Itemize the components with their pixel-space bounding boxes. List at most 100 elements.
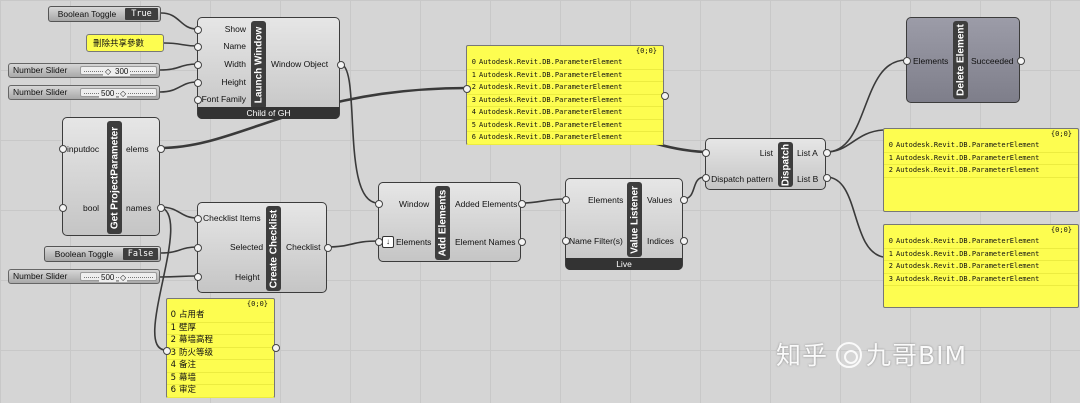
- port-grip[interactable]: [194, 61, 202, 69]
- value-listener-component[interactable]: Elements Name Filter(s) Value Listener V…: [565, 178, 683, 270]
- port-grip[interactable]: [823, 174, 831, 182]
- input-name-filters[interactable]: Name Filter(s): [569, 236, 623, 246]
- input-name[interactable]: Name: [223, 41, 246, 51]
- slider-grip-icon[interactable]: ◇: [119, 273, 128, 282]
- wire-added-listener: [520, 198, 566, 204]
- port-grip[interactable]: [59, 145, 67, 153]
- slider-track[interactable]: 500 ◇: [80, 272, 157, 282]
- output-indices[interactable]: Indices: [647, 236, 674, 246]
- port-grip[interactable]: [562, 237, 570, 245]
- port-grip[interactable]: [702, 149, 710, 157]
- port-grip[interactable]: [702, 174, 710, 182]
- port-grip[interactable]: [518, 200, 526, 208]
- number-slider-height[interactable]: Number Slider 500 ◇: [8, 85, 160, 100]
- input-elements[interactable]: Elements: [588, 195, 624, 205]
- dispatch-component[interactable]: List Dispatch pattern Dispatch List A Li…: [705, 138, 826, 190]
- output-names[interactable]: names: [126, 203, 152, 213]
- toggle-value[interactable]: False: [123, 248, 158, 260]
- port-grip[interactable]: [518, 238, 526, 246]
- port-grip[interactable]: [463, 85, 471, 93]
- get-project-parameter-component[interactable]: inputdoc bool Get ProjectParameter elems…: [62, 117, 160, 236]
- output-succeeded[interactable]: Succeeded: [971, 56, 1014, 66]
- input-bool[interactable]: bool: [83, 203, 100, 213]
- slider-grip-icon[interactable]: ◇: [103, 67, 114, 76]
- boolean-toggle-selected[interactable]: Boolean Toggle False: [44, 246, 161, 262]
- port-grip[interactable]: [194, 96, 202, 104]
- delete-element-component[interactable]: Elements Delete Element Succeeded: [906, 17, 1020, 103]
- input-selected[interactable]: Selected: [230, 242, 264, 252]
- output-added-elements[interactable]: Added Elements: [455, 199, 518, 209]
- toggle-value[interactable]: True: [125, 8, 158, 20]
- input-elements[interactable]: Elements: [396, 237, 432, 247]
- row-text: Autodesk.Revit.DB.ParameterElement: [896, 274, 1040, 283]
- output-list-a[interactable]: List A: [797, 148, 818, 158]
- slider-grip-icon[interactable]: ◇: [119, 89, 128, 98]
- row-text: 占用者: [179, 310, 205, 320]
- input-window[interactable]: Window: [399, 199, 430, 209]
- slider-track[interactable]: ◇ 300: [80, 66, 157, 76]
- output-list-b[interactable]: List B: [797, 174, 819, 184]
- port-grip[interactable]: [680, 237, 688, 245]
- boolean-toggle-show[interactable]: Boolean Toggle True: [48, 6, 161, 22]
- input-list[interactable]: List: [759, 148, 773, 158]
- port-grip[interactable]: [59, 204, 67, 212]
- output-element-names[interactable]: Element Names: [455, 237, 516, 247]
- port-grip[interactable]: [337, 61, 345, 69]
- create-checklist-component[interactable]: Checklist Items Selected Height Create C…: [197, 202, 327, 293]
- launch-window-component[interactable]: Show Name Width Height Font Family Launc…: [197, 17, 340, 119]
- add-elements-component[interactable]: Window ↓ Elements Add Elements Added Ele…: [378, 182, 521, 262]
- port-grip[interactable]: [194, 79, 202, 87]
- row-index: 6: [471, 133, 476, 141]
- input-checklist-items[interactable]: Checklist Items: [203, 213, 261, 223]
- output-window-object[interactable]: Window Object: [271, 59, 329, 69]
- number-slider-width[interactable]: Number Slider ◇ 300: [8, 63, 160, 78]
- text-panel-name[interactable]: 刪除共享參數: [86, 34, 164, 52]
- input-height[interactable]: Height: [221, 77, 246, 87]
- input-inputdoc[interactable]: inputdoc: [67, 144, 100, 154]
- input-elements[interactable]: Elements: [913, 56, 949, 66]
- input-show[interactable]: Show: [224, 24, 246, 34]
- port-grip[interactable]: [680, 196, 688, 204]
- slider-track[interactable]: 500 ◇: [80, 88, 157, 98]
- port-grip[interactable]: [163, 347, 171, 355]
- row-index: 3: [170, 347, 176, 358]
- flatten-icon[interactable]: ↓: [382, 236, 394, 248]
- port-grip[interactable]: [375, 200, 383, 208]
- output-checklist[interactable]: Checklist: [286, 242, 321, 252]
- port-grip[interactable]: [562, 196, 570, 204]
- port-grip[interactable]: [157, 204, 165, 212]
- component-title: Add Elements: [435, 186, 450, 260]
- port-grip[interactable]: [194, 273, 202, 281]
- port-grip[interactable]: [194, 26, 202, 34]
- number-slider-checklist-height[interactable]: Number Slider 500 ◇: [8, 269, 160, 284]
- port-grip[interactable]: [903, 57, 911, 65]
- port-grip[interactable]: [375, 238, 383, 246]
- port-grip[interactable]: [661, 92, 669, 100]
- input-dispatch-pattern[interactable]: Dispatch pattern: [711, 174, 773, 184]
- input-width[interactable]: Width: [224, 59, 246, 69]
- input-height[interactable]: Height: [235, 272, 260, 282]
- port-grip[interactable]: [272, 344, 280, 352]
- row-text: Autodesk.Revit.DB.ParameterElement: [479, 83, 623, 91]
- port-grip[interactable]: [823, 149, 831, 157]
- port-grip[interactable]: [194, 43, 202, 51]
- output-elems[interactable]: elems: [126, 144, 149, 154]
- input-font-family[interactable]: Font Family: [201, 94, 246, 104]
- port-grip[interactable]: [1017, 57, 1025, 65]
- port-grip[interactable]: [194, 244, 202, 252]
- port-grip[interactable]: [194, 215, 202, 223]
- port-grip[interactable]: [157, 145, 165, 153]
- row-text: Autodesk.Revit.DB.ParameterElement: [896, 141, 1040, 149]
- row-text: Autodesk.Revit.DB.ParameterElement: [896, 249, 1040, 258]
- output-values[interactable]: Values: [647, 195, 673, 205]
- port-grip[interactable]: [324, 244, 332, 252]
